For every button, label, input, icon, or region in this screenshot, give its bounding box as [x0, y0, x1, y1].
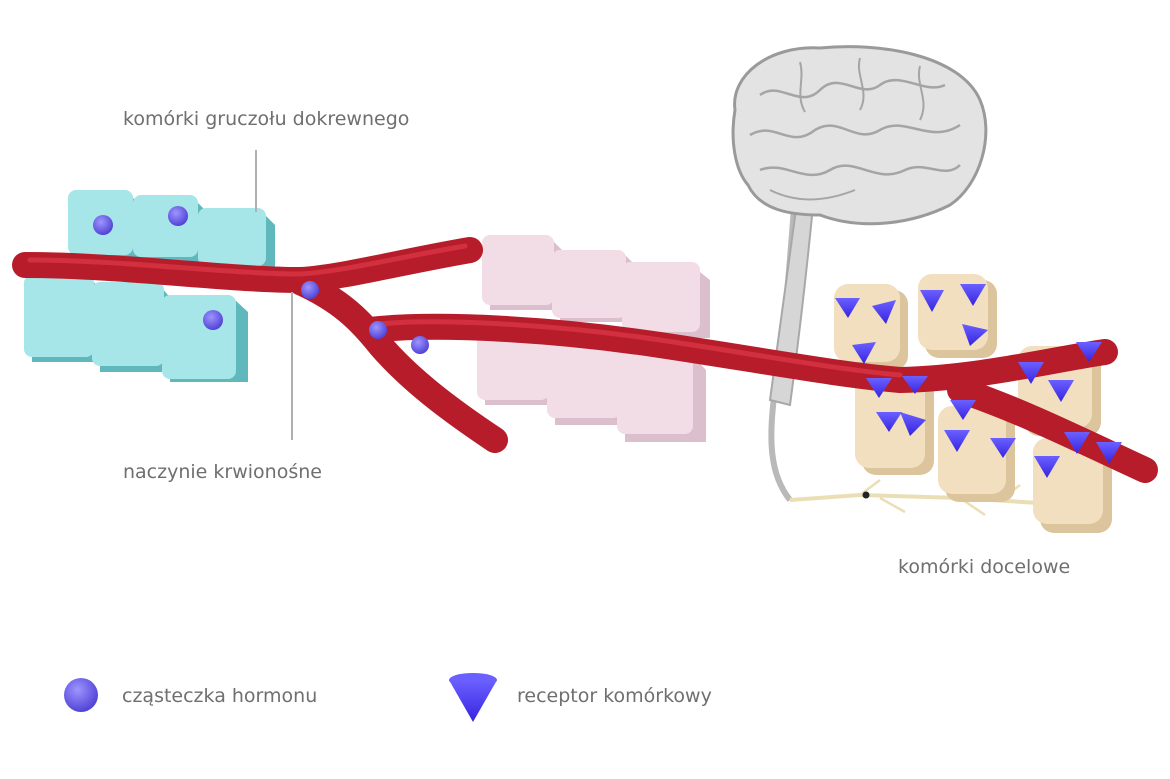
target-cell: [918, 274, 997, 358]
receptor: [876, 412, 902, 432]
receptor: [1048, 380, 1074, 402]
hormone-molecule: [301, 281, 319, 299]
legend-hormone-label: cząsteczka hormonu: [122, 685, 318, 707]
gland-cells-label: komórki gruczołu dokrewnego: [123, 108, 410, 130]
gland-cells: [24, 190, 275, 382]
receptor: [902, 376, 928, 394]
receptor: [1096, 442, 1122, 464]
gland-cell: [92, 282, 172, 372]
receptor: [990, 438, 1016, 458]
receptor: [1034, 456, 1060, 478]
target-cells-label: komórki docelowe: [898, 556, 1071, 578]
receptor: [872, 300, 896, 324]
receptor: [835, 298, 860, 318]
blood-vessel-label: naczynie krwionośne: [123, 461, 322, 483]
hormone-molecules: [93, 206, 429, 354]
hormone-legend-icon: [64, 678, 98, 712]
receptor: [1076, 342, 1102, 362]
receptor: [866, 378, 892, 398]
receptor: [944, 430, 970, 452]
nerve-fibers: [789, 479, 1071, 521]
receptor: [950, 400, 976, 420]
receptor: [900, 412, 926, 436]
hormone-molecule: [203, 310, 223, 330]
legend-receptor-label: receptor komórkowy: [517, 685, 712, 707]
non-target-cells: [477, 235, 710, 442]
tissue-cell: [552, 250, 635, 322]
target-cell: [855, 370, 934, 475]
tissue-cell: [622, 262, 710, 338]
tissue-cell: [617, 348, 706, 442]
brain: [731, 45, 988, 502]
cell-receptors: [835, 284, 1122, 478]
receptor: [962, 324, 988, 346]
receptor: [1018, 362, 1044, 384]
hormone-molecule: [411, 336, 429, 354]
hormone-molecule: [93, 215, 113, 235]
gland-cell: [198, 208, 275, 270]
brain-hemisphere: [731, 45, 988, 226]
tissue-cell: [547, 334, 630, 425]
tissue-cell: [482, 235, 562, 310]
gland-cell: [24, 275, 102, 362]
receptor: [960, 284, 986, 306]
hormone-molecule: [369, 321, 387, 339]
gland-cell: [162, 295, 248, 382]
receptor-legend-icon: [449, 673, 497, 722]
hormone-molecule: [168, 206, 188, 226]
blood-vessel: [12, 237, 1158, 483]
receptor: [1064, 432, 1090, 454]
gland-cell: [133, 195, 205, 262]
receptor: [852, 342, 876, 364]
target-cell: [834, 284, 908, 370]
receptor: [920, 290, 944, 312]
